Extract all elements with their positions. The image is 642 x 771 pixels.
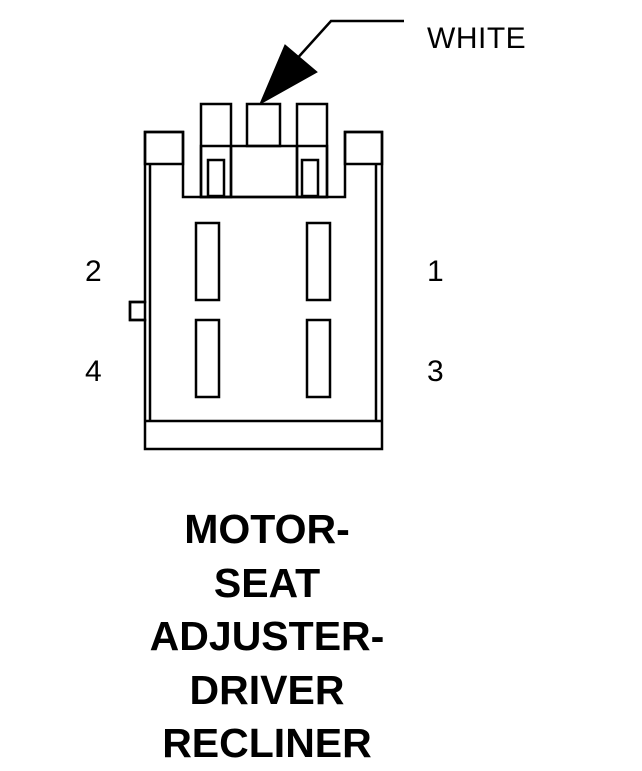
pin-label-1: 1	[427, 255, 444, 288]
callout-arrowhead	[258, 44, 318, 106]
left-shoulder-cap	[143, 130, 185, 166]
cavity-pin-3	[305, 318, 332, 399]
callout-label-white: WHITE	[427, 22, 527, 55]
left-latch-post	[199, 102, 233, 199]
component-title: MOTOR- SEAT ADJUSTER- DRIVER RECLINER	[0, 503, 534, 771]
cavity-pin-4	[194, 318, 221, 399]
side-locking-tab	[128, 300, 147, 322]
pin-label-3: 3	[427, 355, 444, 388]
left-latch-slot	[206, 158, 226, 198]
title-line: RECLINER	[162, 720, 372, 766]
latch-bridge	[199, 144, 329, 199]
pin-label-2: 2	[85, 255, 102, 288]
right-shoulder-cap	[343, 130, 384, 166]
title-line: ADJUSTER-	[149, 613, 385, 659]
title-line: MOTOR-	[184, 506, 350, 552]
callout-leader-line	[293, 19, 404, 63]
title-line: DRIVER	[189, 666, 345, 713]
pin-label-4: 4	[85, 355, 102, 388]
cavity-pin-1	[305, 221, 332, 302]
title-line: SEAT	[213, 559, 321, 606]
white-center-latch	[245, 102, 282, 148]
connector-body-outline	[128, 130, 384, 451]
right-latch-slot	[300, 158, 320, 198]
cavity-pin-2	[194, 221, 221, 302]
